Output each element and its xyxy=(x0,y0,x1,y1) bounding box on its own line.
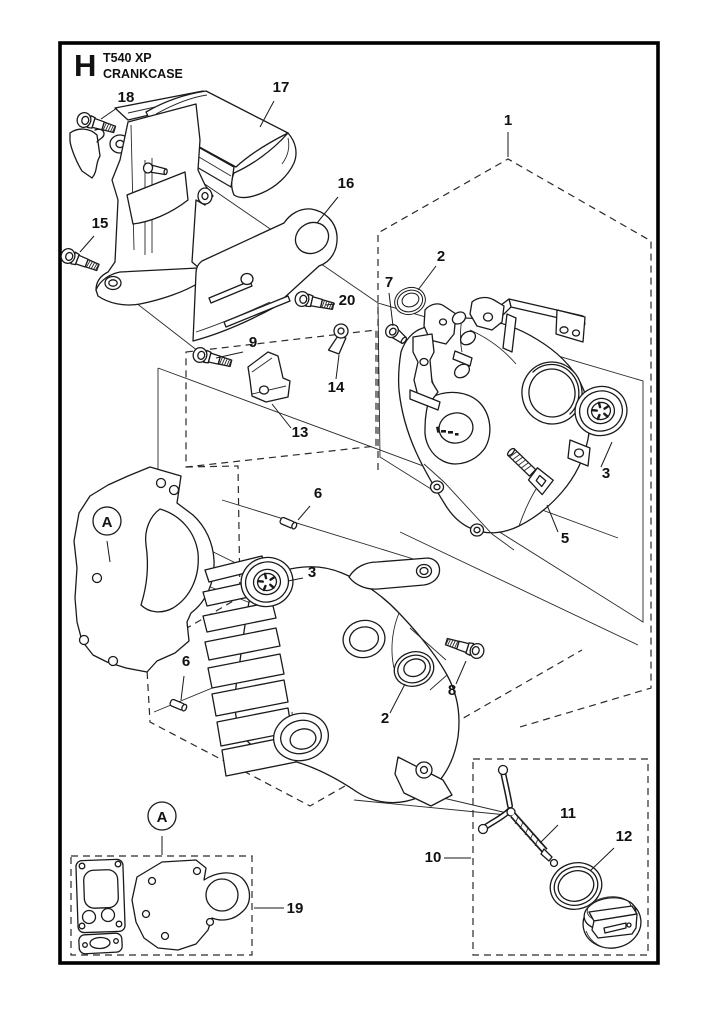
cap-seal-ring xyxy=(549,862,603,910)
callout-15: 15 xyxy=(92,215,109,232)
cap-kit-box xyxy=(472,758,649,956)
crank-bore-right xyxy=(521,361,583,425)
cap-kit xyxy=(477,764,642,949)
ref-circle-A-lower xyxy=(147,801,177,831)
callout-13: 13 xyxy=(292,424,309,441)
crankcase-gasket-kit-item xyxy=(131,859,251,951)
callout-20: 20 xyxy=(339,292,356,309)
callout-10: 10 xyxy=(425,849,442,866)
gasket-kit-box xyxy=(70,855,253,956)
ref-circle-A-upper xyxy=(92,506,122,536)
cylinder-gasket xyxy=(75,858,126,934)
oil-seal-right xyxy=(390,282,430,320)
callout-6-lower: 6 xyxy=(182,653,190,670)
screw-9 xyxy=(190,345,234,372)
callout-18: 18 xyxy=(118,89,135,106)
callout-3-left: 3 xyxy=(308,564,316,581)
callout-5: 5 xyxy=(561,530,569,547)
callout-3-right: 3 xyxy=(602,465,610,482)
crankcase-half-left xyxy=(202,555,460,807)
callout-14: 14 xyxy=(328,379,345,396)
callout-leaders xyxy=(79,100,615,909)
dowel-pin-lower xyxy=(168,698,189,713)
callout-7: 7 xyxy=(385,274,393,291)
dowel-boss xyxy=(451,311,467,325)
callout-9: 9 xyxy=(249,334,257,351)
callout-6-upper: 6 xyxy=(314,485,322,502)
crankcase-half-right xyxy=(397,296,591,551)
callout-19: 19 xyxy=(287,900,304,917)
callout-2-upper: 2 xyxy=(437,248,445,265)
screw-15 xyxy=(58,246,102,276)
stud-bolt-5 xyxy=(506,447,554,496)
cap-retainer xyxy=(477,764,559,868)
callout-8: 8 xyxy=(448,682,456,699)
lock-tab-washer-14 xyxy=(327,323,349,355)
section-letter: H xyxy=(74,48,96,83)
page-border xyxy=(58,41,660,965)
guide-plate xyxy=(192,208,338,342)
plug-screw-7 xyxy=(385,323,408,344)
callout-12: 12 xyxy=(616,828,633,845)
callout-17: 17 xyxy=(273,79,290,96)
crankcase-gasket xyxy=(73,466,215,673)
ref-label-A-lower: A xyxy=(157,809,168,826)
fuel-cap xyxy=(582,896,642,949)
ref-label-A-upper: A xyxy=(102,514,113,531)
callout-16: 16 xyxy=(338,175,355,192)
muffler-gasket xyxy=(78,932,123,955)
page-title: CRANKCASE xyxy=(103,67,183,81)
gasket-kit xyxy=(75,858,251,955)
callout-2-lower: 2 xyxy=(381,710,389,727)
cooling-fins xyxy=(202,555,297,777)
callout-labels: 1 2 2 3 3 5 6 6 7 8 9 10 11 12 13 14 15 … xyxy=(92,79,633,917)
callout-11: 11 xyxy=(560,805,576,822)
screw-20 xyxy=(293,289,336,315)
clip-13 xyxy=(247,351,291,403)
gasket-reference-markers: A A xyxy=(92,506,177,831)
model-name: T540 XP xyxy=(103,51,152,65)
callout-1: 1 xyxy=(504,112,512,129)
casting-marks xyxy=(436,426,459,436)
dowel-pin-upper xyxy=(278,516,299,531)
handle-bracket-assembly xyxy=(69,90,297,306)
assembly-1-boundary xyxy=(377,158,652,728)
screw-8 xyxy=(443,633,487,661)
